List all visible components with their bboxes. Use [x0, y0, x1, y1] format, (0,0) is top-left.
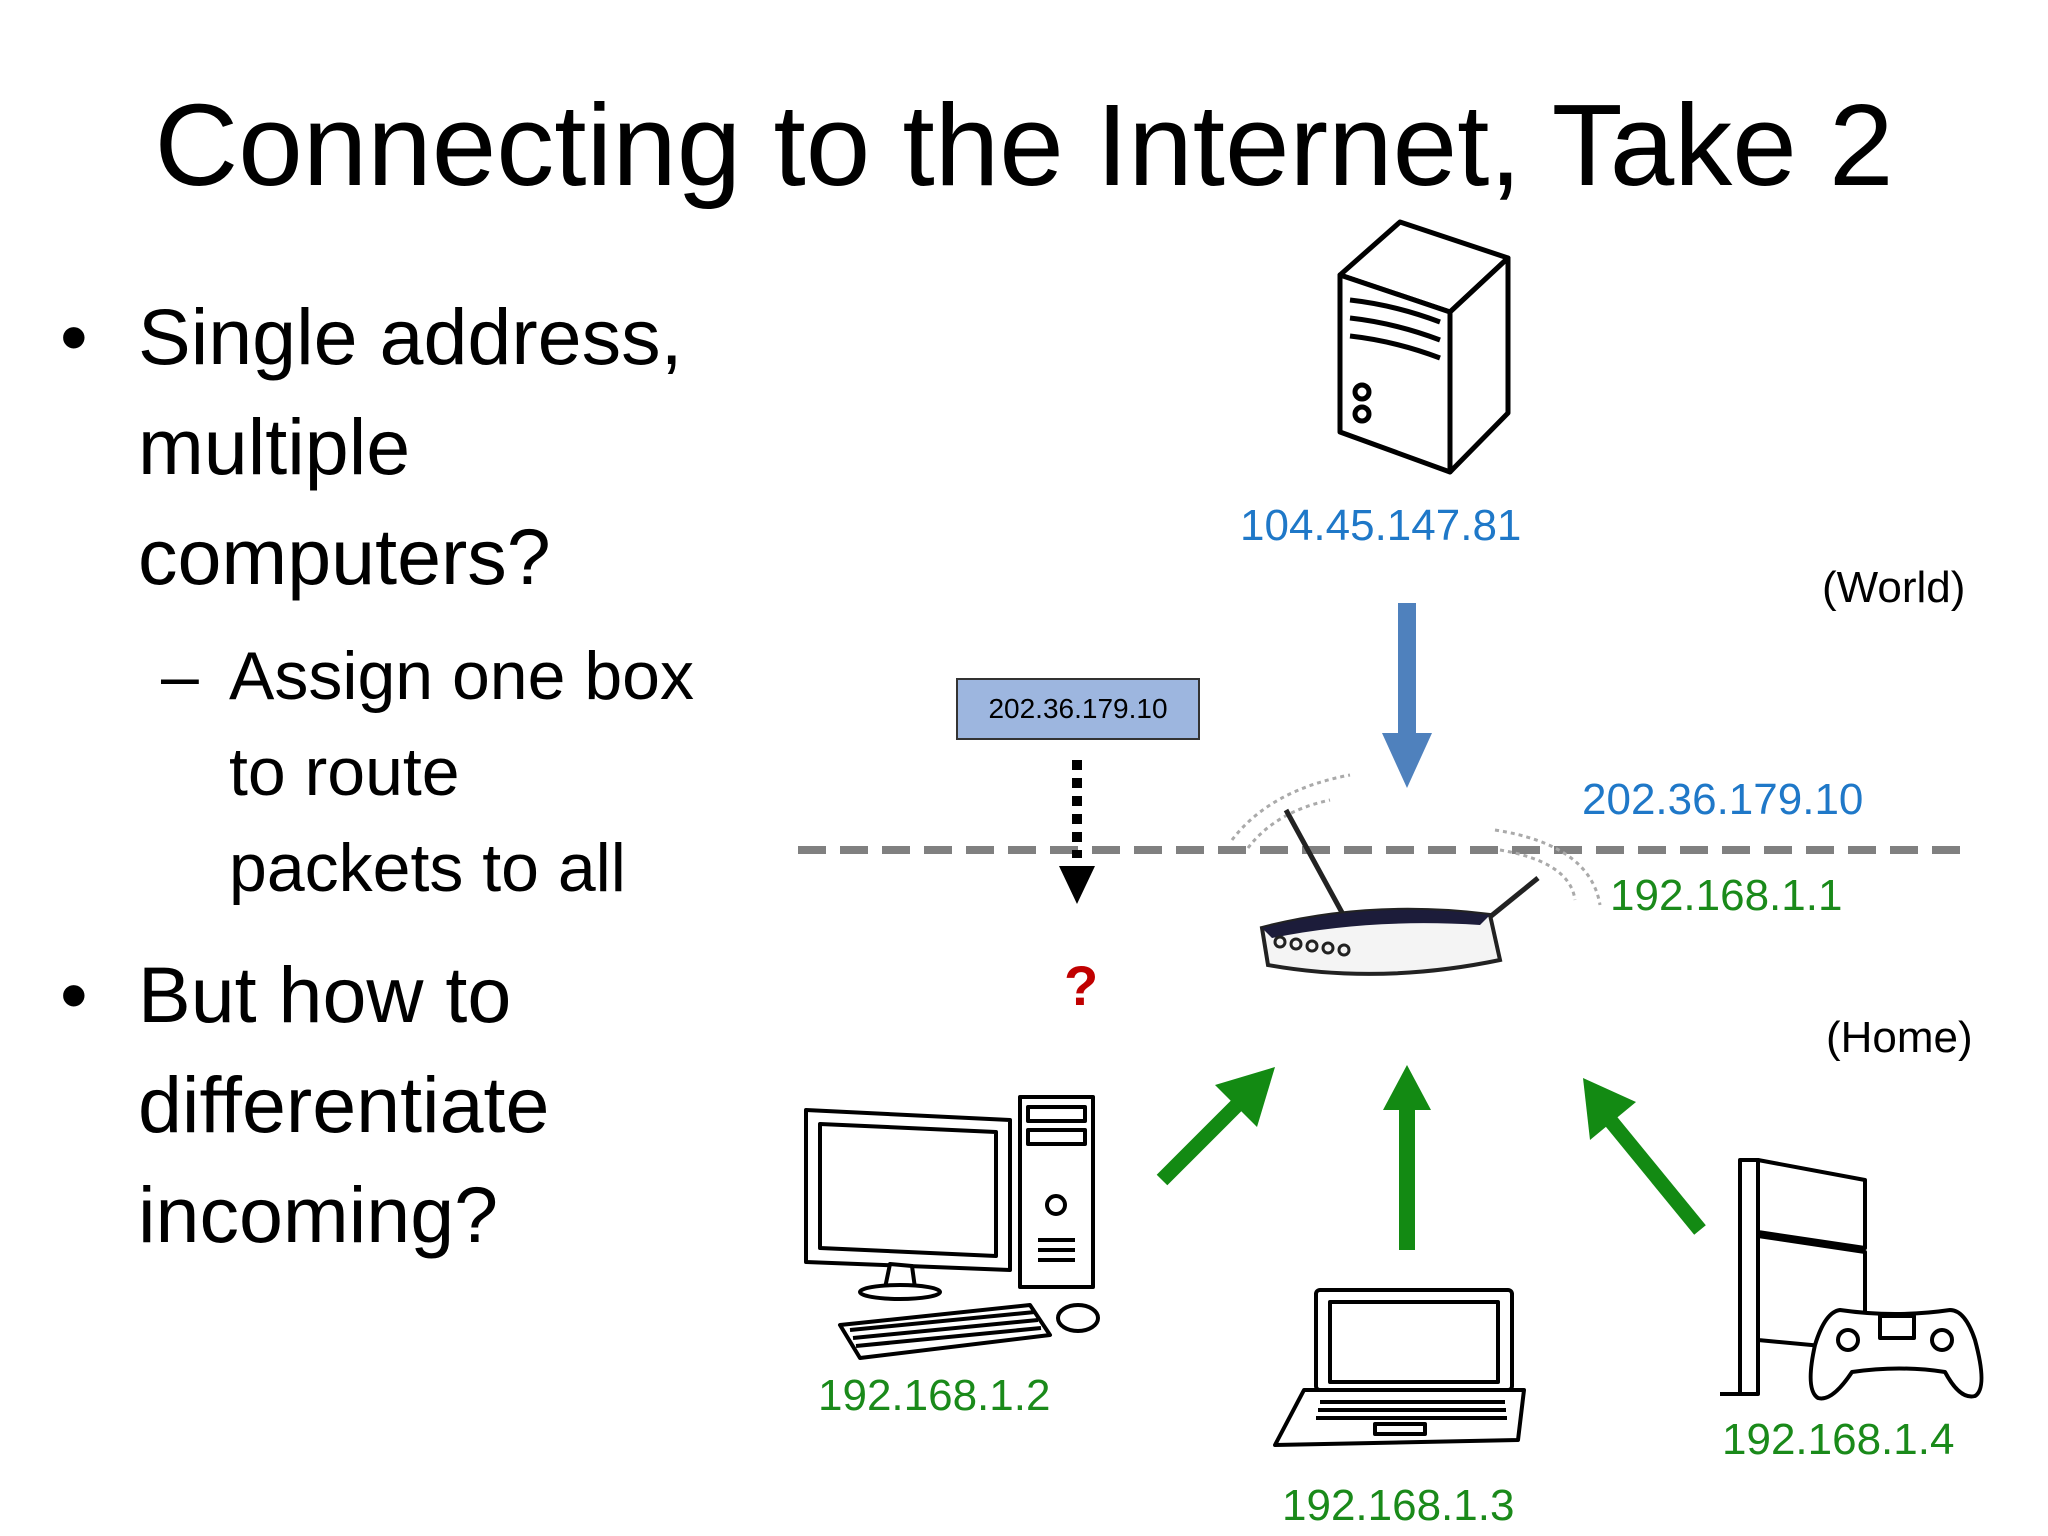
outgoing-arrow-center: [1383, 1065, 1431, 1250]
server-ip-label: 104.45.147.81: [1240, 501, 1522, 550]
router-icon: [1230, 773, 1602, 976]
server-icon: [1337, 219, 1511, 475]
sub-bullet-text: Assign one box to route packets to all: [229, 638, 694, 906]
laptop-icon: [1273, 1288, 1526, 1447]
router-private-ip-label: 192.168.1.1: [1610, 871, 1843, 920]
packet-arrow: [1059, 760, 1095, 904]
sub-bullet-assign-box: – Assign one box to route packets to all: [161, 628, 709, 916]
unknown-destination-mark: ?: [1064, 954, 1099, 1017]
desktop-ip-label: 192.168.1.2: [818, 1371, 1051, 1420]
laptop-ip-label: 192.168.1.3: [1282, 1481, 1515, 1530]
bullet-marker: •: [60, 950, 88, 1039]
bullet-marker: •: [60, 292, 88, 381]
world-label: (World): [1822, 563, 1966, 612]
bullet-text: Single address, multiple computers?: [138, 292, 683, 601]
desktop-computer-icon: [804, 1095, 1100, 1360]
game-console-icon: [1720, 1158, 1984, 1401]
incoming-arrow-blue: [1382, 603, 1432, 788]
packet-box: 202.36.179.10: [956, 678, 1200, 740]
bullet-single-address: • Single address, multiple computers?: [60, 282, 758, 612]
home-label: (Home): [1826, 1013, 1973, 1062]
outgoing-arrow-left: [1156, 1067, 1275, 1186]
console-ip-label: 192.168.1.4: [1722, 1415, 1955, 1464]
sub-bullet-marker: –: [161, 638, 199, 714]
bullet-differentiate-incoming: • But how to differentiate incoming?: [60, 940, 758, 1270]
bullet-text: But how to differentiate incoming?: [138, 950, 550, 1259]
router-public-ip-label: 202.36.179.10: [1582, 775, 1864, 824]
slide-title: Connecting to the Internet, Take 2: [154, 80, 1894, 210]
outgoing-arrow-right: [1583, 1078, 1706, 1235]
